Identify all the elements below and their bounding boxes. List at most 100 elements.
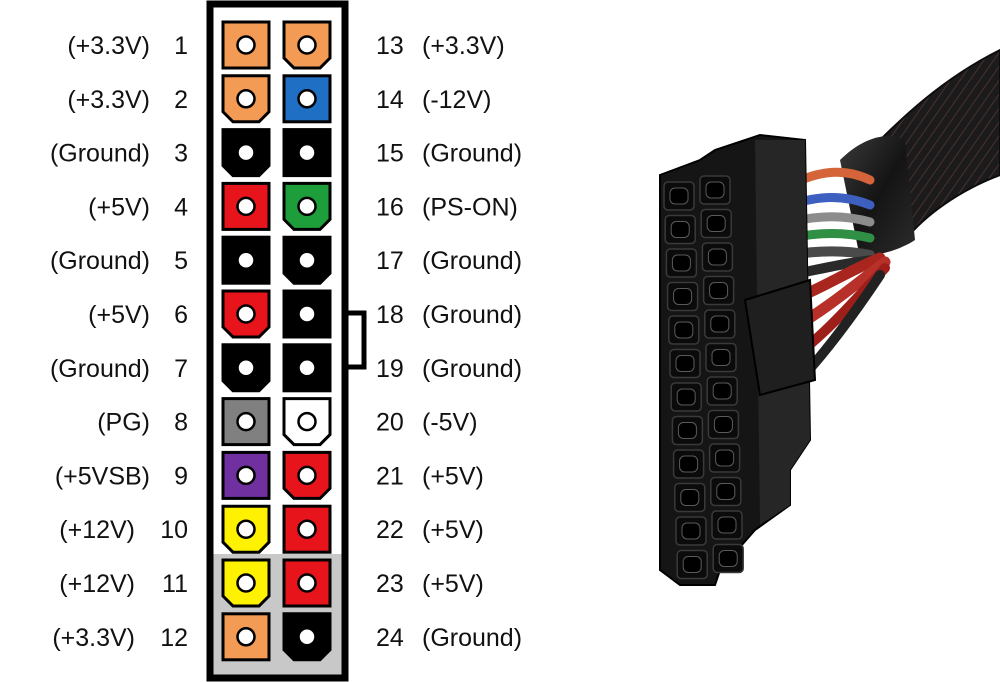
pin-3-contact xyxy=(236,142,256,163)
pin-4 xyxy=(221,181,271,231)
pin-signal-label: (+12V) xyxy=(59,570,135,598)
pin-6-contact xyxy=(236,304,256,324)
photo-cell-hole xyxy=(716,483,736,500)
pin-number-label: 24 xyxy=(376,624,404,652)
photo-cell-hole xyxy=(713,416,733,433)
pin-1 xyxy=(221,20,271,70)
photo-cell xyxy=(671,415,704,446)
pin-5-contact xyxy=(236,250,256,270)
photo-cell-hole xyxy=(711,349,731,366)
pin-2-contact xyxy=(236,89,256,109)
pin-signal-label: (Ground) xyxy=(422,140,522,168)
photo-cell xyxy=(676,549,708,580)
pin-signal-label: (+5V) xyxy=(88,301,150,329)
photo-cell xyxy=(666,281,699,312)
photo-cell xyxy=(668,315,700,345)
pin-signal-label: (+5V) xyxy=(88,193,150,221)
pin-18 xyxy=(282,289,332,339)
photo-cell xyxy=(711,510,743,540)
pin-17-contact xyxy=(297,250,317,270)
pin-16-contact xyxy=(297,196,317,217)
photo-cell-hole xyxy=(669,187,689,205)
pin-signal-label: (+3.3V) xyxy=(52,624,135,652)
pin-15-contact xyxy=(297,142,317,163)
pin-number-label: 5 xyxy=(174,247,188,275)
photo-cell-hole xyxy=(709,282,729,299)
pin-signal-label: (Ground) xyxy=(422,247,522,275)
pin-number-label: 8 xyxy=(174,409,188,437)
pin-signal-label: (+5V) xyxy=(422,570,484,598)
pin-signal-label: (-12V) xyxy=(422,86,491,114)
pin-12 xyxy=(221,612,271,662)
photo-latch xyxy=(743,278,817,397)
photo-cell xyxy=(663,181,695,211)
pin-signal-label: (+3.3V) xyxy=(67,86,150,114)
photo-cell xyxy=(705,342,737,373)
pin-15 xyxy=(282,128,332,178)
pin-22-contact xyxy=(297,519,317,539)
pin-10 xyxy=(221,504,271,554)
pin-number-label: 15 xyxy=(376,140,404,168)
pin-9 xyxy=(221,450,271,500)
photo-cell-hole xyxy=(715,449,735,467)
photo-cell xyxy=(712,543,744,574)
pin-signal-label: (+3.3V) xyxy=(67,32,150,60)
pin-4-contact xyxy=(236,196,256,217)
pin-number-label: 1 xyxy=(174,32,188,60)
pin-6 xyxy=(221,289,271,339)
pin-signal-label: (+3.3V) xyxy=(422,32,505,60)
pin-24-contact xyxy=(297,627,317,647)
pin-number-label: 13 xyxy=(376,32,404,60)
pin-number-label: 9 xyxy=(174,462,188,490)
pin-signal-label: (+5V) xyxy=(422,462,484,490)
pin-8-contact xyxy=(236,411,256,432)
pin-signal-label: (Ground) xyxy=(422,301,522,329)
pin-signal-label: (Ground) xyxy=(422,624,522,652)
photo-cell-hole xyxy=(680,489,700,506)
pin-signal-label: (Ground) xyxy=(50,355,150,383)
pin-number-label: 12 xyxy=(160,624,188,652)
pin-number-label: 3 xyxy=(174,140,188,168)
pin-2 xyxy=(221,74,271,124)
pin-9-contact xyxy=(236,465,256,486)
photo-cell-hole xyxy=(705,181,725,199)
photo-cell-hole xyxy=(670,221,690,238)
pin-19-contact xyxy=(297,358,317,378)
pin-23 xyxy=(282,558,332,608)
photo-cell-hole xyxy=(717,516,737,534)
pin-number-label: 18 xyxy=(376,301,404,329)
pin-19 xyxy=(282,343,332,393)
photo-cell-hole xyxy=(679,455,699,473)
right-labels: 13(+3.3V)14(-12V)15(Ground)16(PS-ON)17(G… xyxy=(376,32,522,652)
pin-signal-label: (PG) xyxy=(97,409,150,437)
photo-cell-hole xyxy=(673,288,693,305)
pin-signal-label: (+12V) xyxy=(59,516,135,544)
pin-number-label: 17 xyxy=(376,247,404,275)
pin-signal-label: (Ground) xyxy=(422,355,522,383)
pin-number-label: 21 xyxy=(376,462,404,490)
photo-cell-hole xyxy=(682,556,702,573)
photo-cell xyxy=(664,214,696,245)
pin-number-label: 14 xyxy=(376,86,404,114)
pin-10-contact xyxy=(236,519,256,539)
pin-14-contact xyxy=(297,89,317,109)
photo-cell xyxy=(702,275,735,306)
housing-outline xyxy=(206,0,349,682)
pin-signal-label: (Ground) xyxy=(50,247,150,275)
photo-cell xyxy=(706,376,738,406)
pin-21 xyxy=(282,450,332,500)
pin-grid xyxy=(221,20,332,662)
pin-22 xyxy=(282,504,332,554)
photo-cell xyxy=(672,449,705,479)
pin-number-label: 11 xyxy=(162,570,188,598)
photo-cell xyxy=(710,476,742,507)
pin-13-contact xyxy=(297,35,317,55)
pin-signal-label: (Ground) xyxy=(50,140,150,168)
photo-cell-hole xyxy=(677,422,697,439)
photo-cell-hole xyxy=(676,388,696,406)
pin-24 xyxy=(282,612,332,662)
latch-tab xyxy=(346,310,367,370)
photo-cell xyxy=(707,409,740,440)
pin-number-label: 23 xyxy=(376,570,404,598)
pin-number-label: 2 xyxy=(174,86,188,114)
